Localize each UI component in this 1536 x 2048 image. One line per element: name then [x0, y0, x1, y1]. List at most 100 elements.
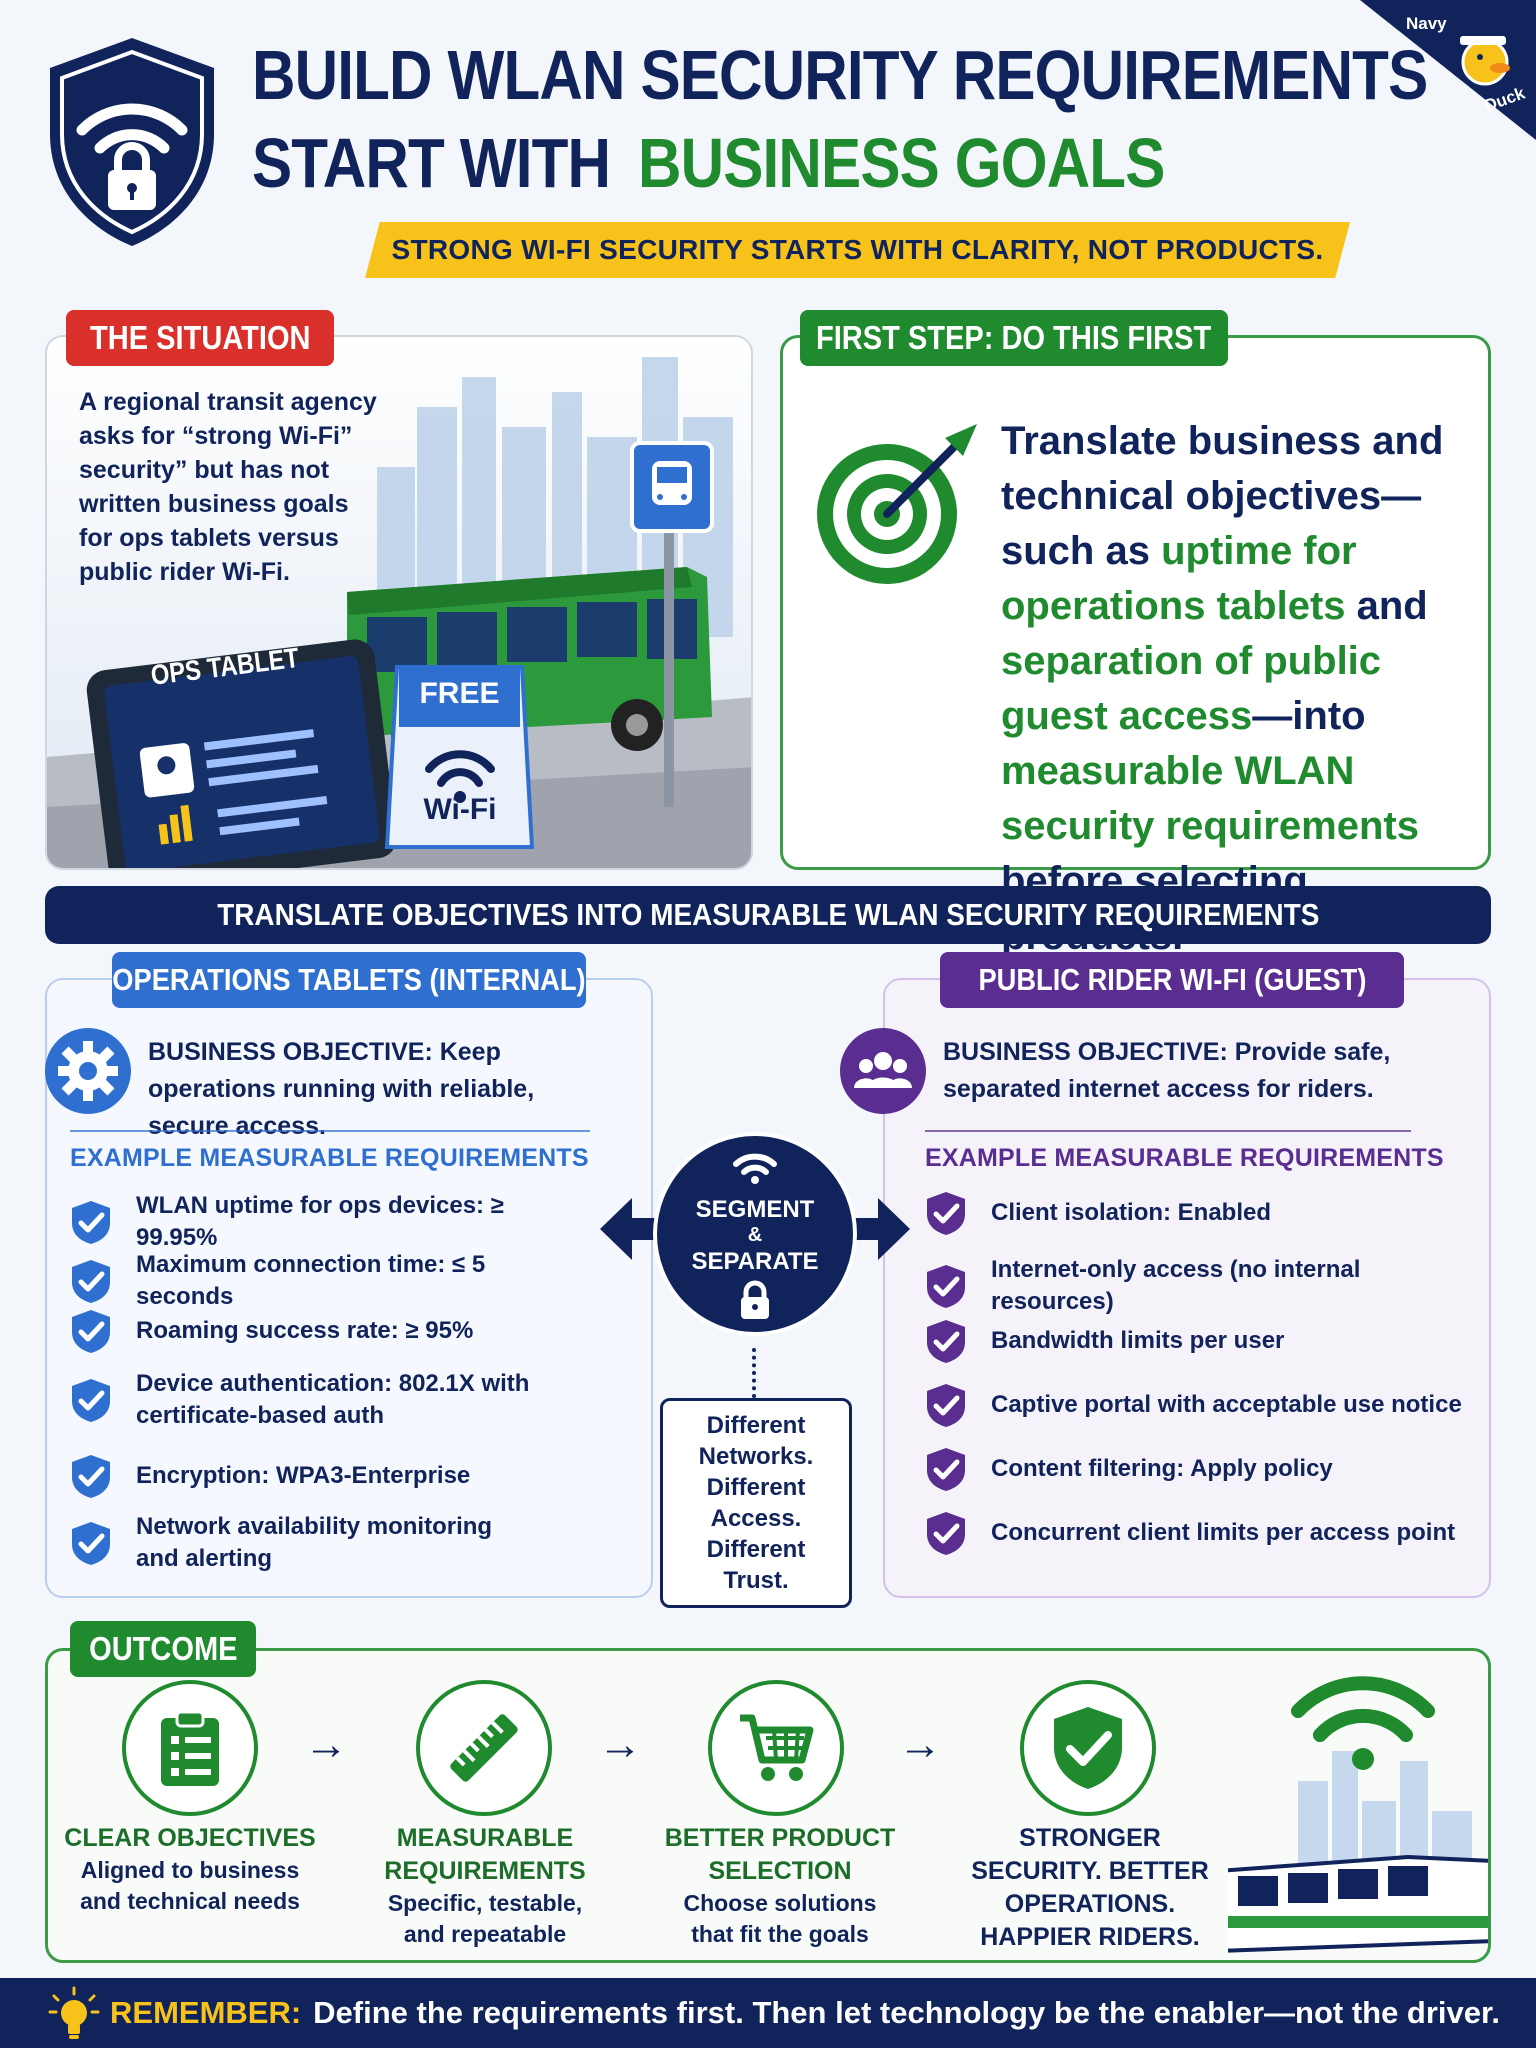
- shield-check-icon: [72, 1310, 110, 1353]
- guest-requirement-text: Client isolation: Enabled: [991, 1199, 1272, 1226]
- outcome-arrow-2: →: [598, 1720, 642, 1769]
- outcome-circle-2: [416, 1680, 552, 1816]
- guest-requirement-text: Content filtering: Apply policy: [991, 1455, 1333, 1482]
- shield-wifi-lock-icon: [50, 38, 214, 246]
- shield-check-icon: [72, 1379, 110, 1422]
- ops-requirement-item: Roaming success rate: ≥ 95%: [68, 1308, 538, 1354]
- shield-check-icon: [72, 1260, 110, 1303]
- section-bar-title: TRANSLATE OBJECTIVES INTO MEASURABLE WLA…: [45, 886, 1491, 944]
- outcome-step-3-title: BETTER PRODUCT SELECTION: [664, 1824, 896, 1885]
- ops-requirement-item: WLAN uptime for ops devices: ≥ 99.95%: [68, 1190, 538, 1254]
- shield-check-icon: [72, 1201, 110, 1244]
- outcome-step-1-title: CLEAR OBJECTIVES: [64, 1824, 316, 1852]
- first-step-card: Translate business and technical objecti…: [780, 335, 1491, 958]
- ops-requirement-text: Roaming success rate: ≥ 95%: [136, 1317, 474, 1344]
- outcome-circle-3: [708, 1680, 844, 1816]
- situation-card: A regional transit agency asks for “stro…: [45, 335, 753, 870]
- footer-reminder: REMEMBER: Define the requirements first.…: [0, 1978, 1536, 2048]
- logo-text-top: Navy: [1406, 14, 1447, 33]
- guest-requirement-text: Internet-only access (no internal resour…: [991, 1256, 1361, 1315]
- shield-check-icon: [1054, 1707, 1122, 1789]
- clipboard-icon: [161, 1710, 219, 1786]
- duck-logo-icon: [1360, 0, 1536, 140]
- outcome-step-2-title: MEASURABLE REQUIREMENTS: [384, 1824, 586, 1885]
- free-sign-bottom: Wi-Fi: [423, 793, 497, 826]
- outcome-circle-1: [122, 1680, 258, 1816]
- header: BUILD WLAN SECURITY REQUIREMENTS START W…: [0, 0, 1536, 300]
- outcome-circle-4: [1020, 1680, 1156, 1816]
- guest-requirement-item: Internet-only access (no internal resour…: [923, 1254, 1483, 1318]
- guest-objective: BUSINESS OBJECTIVE: Provide safe, separa…: [943, 1038, 1391, 1103]
- outcome-arrow-3: →: [898, 1720, 942, 1769]
- ops-requirement-text: Network availability monitoring and aler…: [136, 1513, 493, 1572]
- outcome-step-3: BETTER PRODUCT SELECTION Choose solution…: [660, 1822, 900, 1950]
- guest-requirement-item: Client isolation: Enabled: [923, 1190, 1483, 1236]
- ops-objective: BUSINESS OBJECTIVE: Keep operations runn…: [148, 1038, 535, 1140]
- guest-card: [883, 978, 1491, 1598]
- guest-requirement-text: Bandwidth limits per user: [991, 1327, 1285, 1354]
- guest-tag: PUBLIC RIDER WI-FI (GUEST): [940, 952, 1404, 1008]
- segment-dotted-connector: [752, 1348, 756, 1398]
- outcome-step-2: MEASURABLE REQUIREMENTS Specific, testab…: [370, 1822, 600, 1950]
- outcome-step-4-title: STRONGER SECURITY. BETTER OPERATIONS. HA…: [971, 1824, 1209, 1951]
- transit-scene-illustration: [47, 337, 751, 868]
- title-line-2b: BUSINESS GOALS: [638, 124, 1165, 202]
- shield-check-icon: [927, 1320, 965, 1363]
- ops-tag: OPERATIONS TABLETS (INTERNAL): [112, 952, 586, 1008]
- segment-box-line: Different: [706, 1474, 806, 1501]
- free-sign-top: FREE: [419, 677, 500, 710]
- guest-requirement-item: Content filtering: Apply policy: [923, 1446, 1483, 1492]
- footer-text: Define the requirements first. Then let …: [313, 1995, 1500, 2030]
- ops-divider: [70, 1130, 590, 1132]
- segment-amp: &: [747, 1224, 763, 1246]
- guest-requirement-text: Concurrent client limits per access poin…: [991, 1519, 1456, 1546]
- ops-requirement-text: Encryption: WPA3-Enterprise: [136, 1462, 471, 1489]
- ops-card: [45, 978, 653, 1598]
- ops-requirement-item: Maximum connection time: ≤ 5 seconds: [68, 1249, 538, 1313]
- ops-requirement-item: Device authentication: 802.1X with certi…: [68, 1368, 538, 1432]
- outcome-tag: OUTCOME: [70, 1621, 256, 1677]
- target-arrow-icon: [817, 424, 977, 584]
- guest-requirement-item: Concurrent client limits per access poin…: [923, 1510, 1483, 1556]
- shield-check-icon: [72, 1522, 110, 1565]
- outcome-step-1-sub: Aligned to business and technical needs: [80, 1857, 300, 1914]
- ops-requirement-item: Encryption: WPA3-Enterprise: [68, 1453, 538, 1499]
- cart-icon: [740, 1714, 814, 1781]
- situation-tag: THE SITUATION: [66, 310, 334, 366]
- segment-lock-icon: [741, 1280, 769, 1319]
- shield-check-icon: [927, 1384, 965, 1427]
- outcome-step-1: CLEAR OBJECTIVES Aligned to business and…: [60, 1822, 320, 1917]
- title-line-2: START WITH BUSINESS GOALS: [252, 128, 1165, 198]
- segment-wifi-icon: [733, 1153, 777, 1184]
- segment-box-line: Networks.: [698, 1443, 814, 1470]
- title-line-1: BUILD WLAN SECURITY REQUIREMENTS: [252, 36, 1428, 114]
- segment-box-line: Different: [706, 1536, 806, 1563]
- segment-line2: SEPARATE: [691, 1248, 819, 1275]
- shield-check-icon: [927, 1512, 965, 1555]
- shield-check-icon: [927, 1448, 965, 1491]
- outcome-step-4: STRONGER SECURITY. BETTER OPERATIONS. HA…: [960, 1822, 1220, 1954]
- guest-examples-title: EXAMPLE MEASURABLE REQUIREMENTS: [925, 1144, 1444, 1172]
- ops-requirement-item: Network availability monitoring and aler…: [68, 1511, 538, 1575]
- outcome-arrow-1: →: [304, 1720, 348, 1769]
- segment-line1: SEGMENT: [695, 1196, 815, 1223]
- bus-illustration: [347, 567, 712, 763]
- tagline-banner: STRONG WI-FI SECURITY STARTS WITH CLARIT…: [365, 222, 1350, 278]
- ruler-icon: [450, 1714, 518, 1782]
- people-group-icon: [840, 1028, 926, 1114]
- first-step-tag: FIRST STEP: DO THIS FIRST: [800, 310, 1228, 366]
- shield-check-icon: [72, 1455, 110, 1498]
- title-line-2a: START WITH: [252, 124, 611, 202]
- first-step-text: Translate business and technical objecti…: [1001, 419, 1444, 958]
- outcome-step-3-sub: Choose solutions that fit the goals: [683, 1890, 877, 1947]
- guest-requirement-item: Bandwidth limits per user: [923, 1318, 1483, 1364]
- segment-box-line: Different: [706, 1412, 806, 1439]
- guest-divider: [925, 1130, 1411, 1132]
- corner-logo: Navy Duck: [1360, 0, 1536, 140]
- situation-text: A regional transit agency asks for “stro…: [79, 388, 377, 586]
- segment-box-line: Trust.: [723, 1567, 789, 1594]
- outcome-step-2-sub: Specific, testable, and repeatable: [387, 1890, 583, 1947]
- ops-requirement-text: Device authentication: 802.1X with certi…: [136, 1370, 530, 1429]
